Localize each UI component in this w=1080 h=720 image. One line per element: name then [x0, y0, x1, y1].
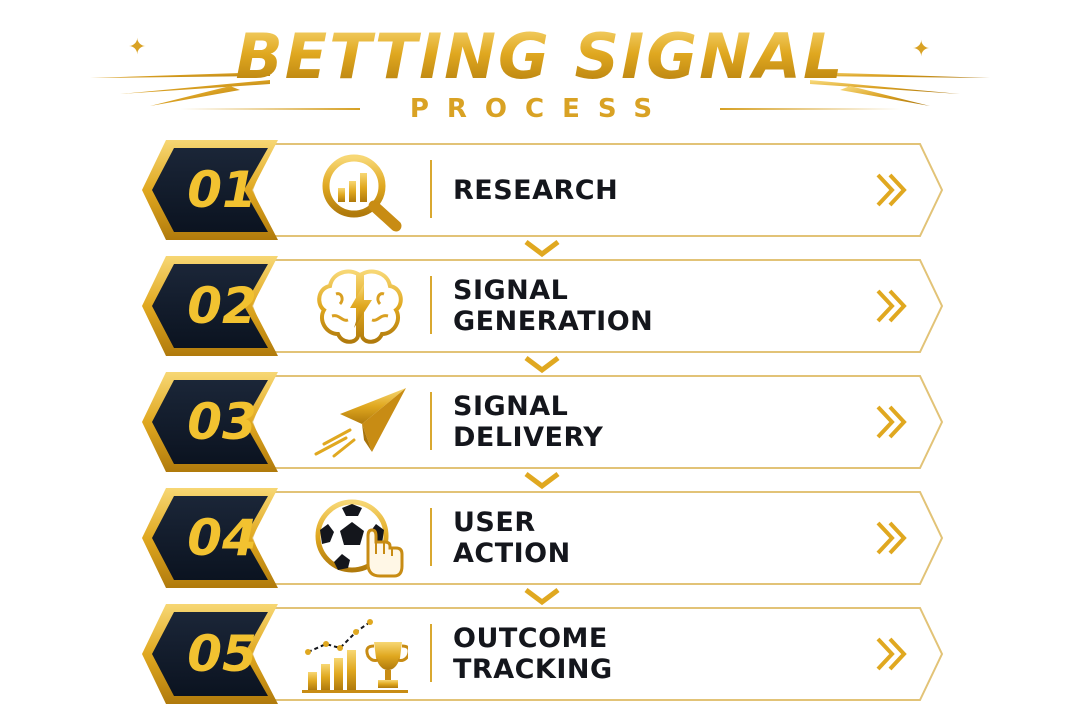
step-divider [430, 508, 432, 566]
down-chevron-connector-icon [524, 588, 560, 606]
step-frame [142, 604, 944, 704]
step-card-1: 01 RESEARCH [140, 138, 950, 242]
down-chevron-connector-icon [524, 240, 560, 258]
sparkle-left-icon: ✦ [128, 36, 146, 58]
down-chevron-connector-icon [524, 356, 560, 374]
header: ✦ ✦ BETTING SIGNAL PROCESS [0, 0, 1080, 130]
step-label-line1: OUTCOME [453, 623, 608, 654]
double-chevron-right-icon [876, 521, 907, 555]
page-subtitle: PROCESS [409, 94, 671, 124]
step-divider [430, 276, 432, 334]
step-label: USER ACTION [453, 486, 853, 590]
double-chevron-right-icon [876, 405, 907, 439]
step-label-line2: GENERATION [453, 306, 654, 337]
step-divider [430, 392, 432, 450]
step-divider [430, 624, 432, 682]
step-number: 01 [187, 161, 257, 219]
subtitle-rule-left [180, 108, 360, 110]
step-number: 03 [187, 393, 257, 451]
paper-plane-icon [314, 388, 406, 458]
step-frame [142, 372, 944, 472]
step-label-line2: TRACKING [453, 654, 613, 685]
double-chevron-right-icon [876, 637, 907, 671]
magnifier-bar-chart-icon [322, 154, 402, 232]
step-card-3: 03 SIGNAL DELIVERY [140, 370, 950, 474]
step-label-line2: DELIVERY [453, 422, 604, 453]
step-frame [142, 488, 944, 588]
step-label: OUTCOME TRACKING [453, 602, 853, 706]
step-frame [142, 256, 944, 356]
subtitle-rule-right [720, 108, 900, 110]
step-number: 05 [187, 625, 257, 683]
double-chevron-right-icon [876, 173, 907, 207]
page-title: BETTING SIGNAL [0, 22, 1080, 92]
step-label-line1: RESEARCH [453, 174, 619, 206]
down-chevron-connector-icon [524, 472, 560, 490]
left-swoosh-decoration [90, 72, 270, 106]
step-card-4: 04 USER ACTION [140, 486, 950, 590]
growth-chart-trophy-icon [302, 619, 408, 693]
step-number: 02 [187, 277, 257, 335]
step-label-line2: ACTION [453, 538, 571, 569]
brain-lightning-icon [317, 269, 403, 344]
soccer-ball-tap-icon [315, 499, 404, 578]
step-label: SIGNAL GENERATION [453, 254, 853, 358]
double-chevron-right-icon [876, 289, 907, 323]
step-card-5: 05 OUTCOME TRACKING [140, 602, 950, 706]
step-label-line1: USER [453, 507, 536, 538]
step-frame [142, 140, 944, 240]
step-label-line1: SIGNAL [453, 391, 569, 422]
step-number: 04 [187, 509, 257, 567]
sparkle-right-icon: ✦ [912, 38, 930, 60]
right-swoosh-decoration [810, 72, 990, 106]
step-label-line1: SIGNAL [453, 275, 569, 306]
step-label: RESEARCH [453, 138, 853, 242]
step-label: SIGNAL DELIVERY [453, 370, 853, 474]
step-divider [430, 160, 432, 218]
step-card-2: 02 SIGNAL GENERATION [140, 254, 950, 358]
